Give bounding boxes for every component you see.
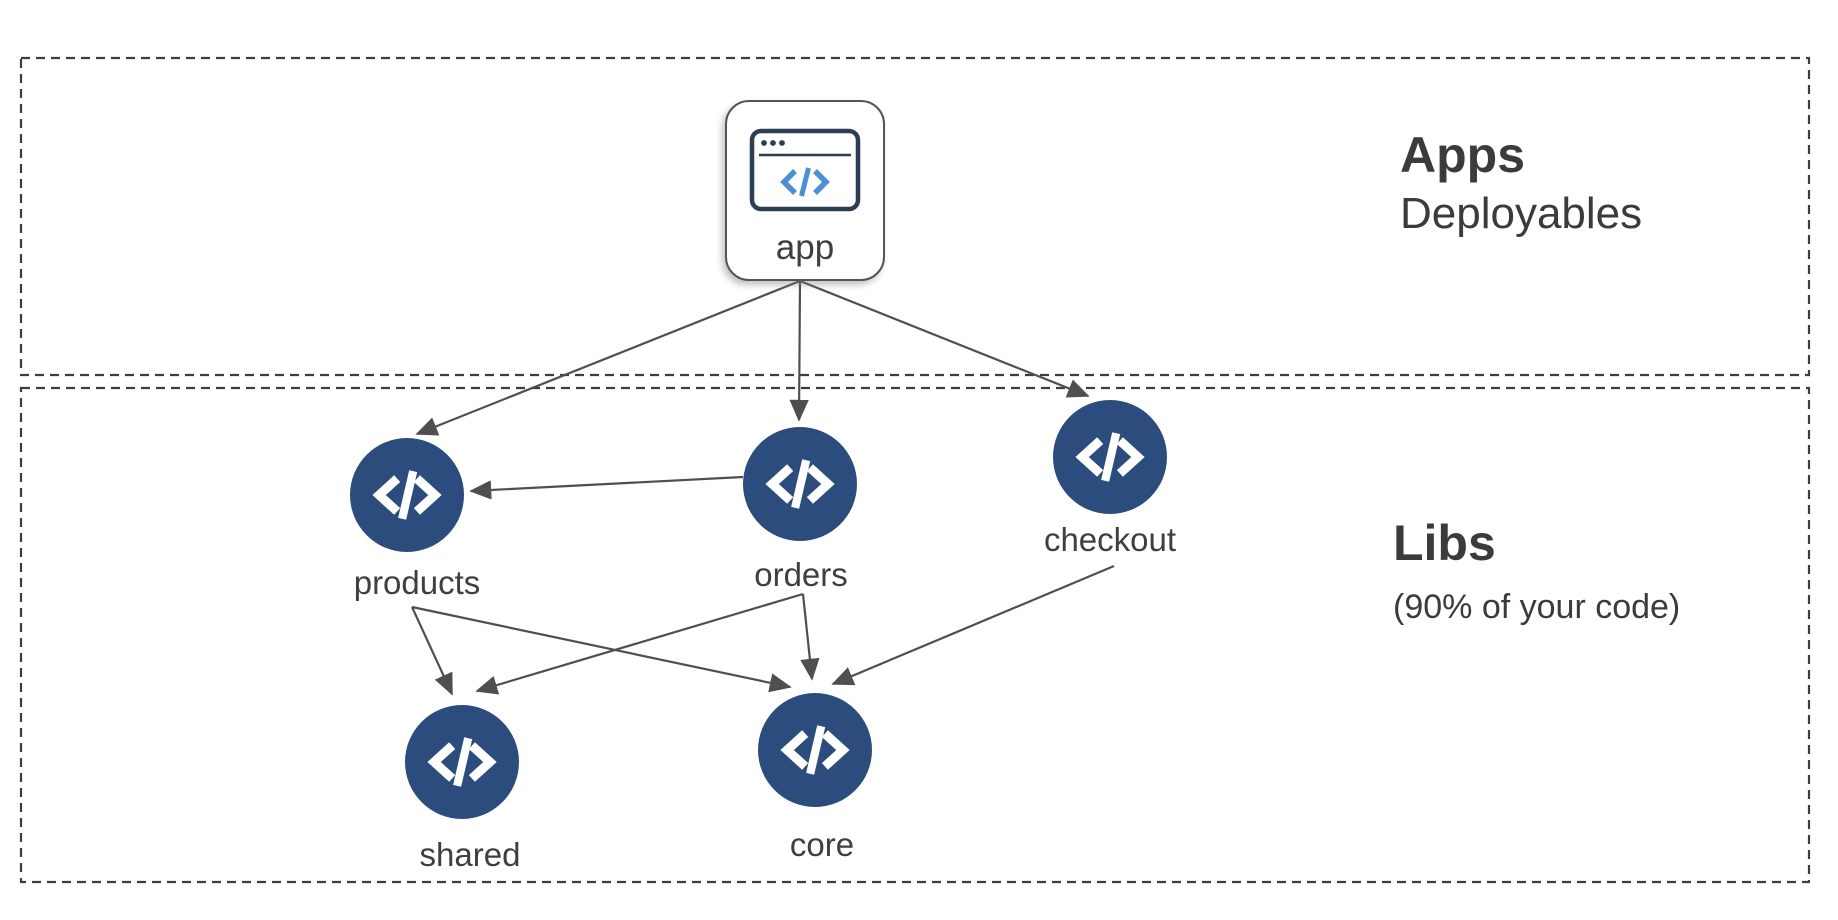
edge-checkout-core bbox=[831, 564, 1115, 686]
node-core bbox=[758, 693, 872, 807]
code-icon bbox=[774, 709, 856, 791]
node-products-label: products bbox=[353, 564, 481, 601]
node-checkout-label: checkout bbox=[1043, 521, 1177, 558]
node-checkout bbox=[1053, 400, 1167, 514]
libs-section-title: Libs bbox=[1393, 515, 1496, 571]
edge-orders-core bbox=[800, 593, 820, 681]
node-products bbox=[350, 438, 464, 552]
edge-products-core bbox=[411, 605, 792, 693]
node-shared-label: shared bbox=[419, 836, 521, 873]
edge-orders-products bbox=[469, 475, 744, 500]
code-icon bbox=[759, 443, 841, 525]
code-icon bbox=[421, 721, 503, 803]
code-icon bbox=[1069, 416, 1151, 498]
apps-section-subtitle: Deployables bbox=[1400, 189, 1643, 238]
libs-section-subtitle: (90% of your code) bbox=[1393, 588, 1681, 626]
edge-products-shared bbox=[411, 606, 453, 696]
node-orders-label: orders bbox=[754, 556, 848, 593]
node-core-label: core bbox=[789, 826, 855, 863]
edge-app-orders bbox=[789, 280, 809, 422]
libs-section-box bbox=[19, 386, 1811, 884]
edge-app-products bbox=[415, 279, 801, 436]
node-shared bbox=[405, 705, 519, 819]
browser-code-icon bbox=[749, 128, 861, 212]
node-app: app bbox=[725, 100, 885, 281]
apps-section-title: Apps bbox=[1400, 127, 1525, 183]
edge-app-checkout bbox=[799, 279, 1090, 398]
apps-section-box bbox=[19, 56, 1811, 377]
edge-orders-shared bbox=[475, 592, 804, 695]
node-orders bbox=[743, 427, 857, 541]
node-app-label: app bbox=[775, 228, 835, 267]
code-icon bbox=[366, 454, 448, 536]
